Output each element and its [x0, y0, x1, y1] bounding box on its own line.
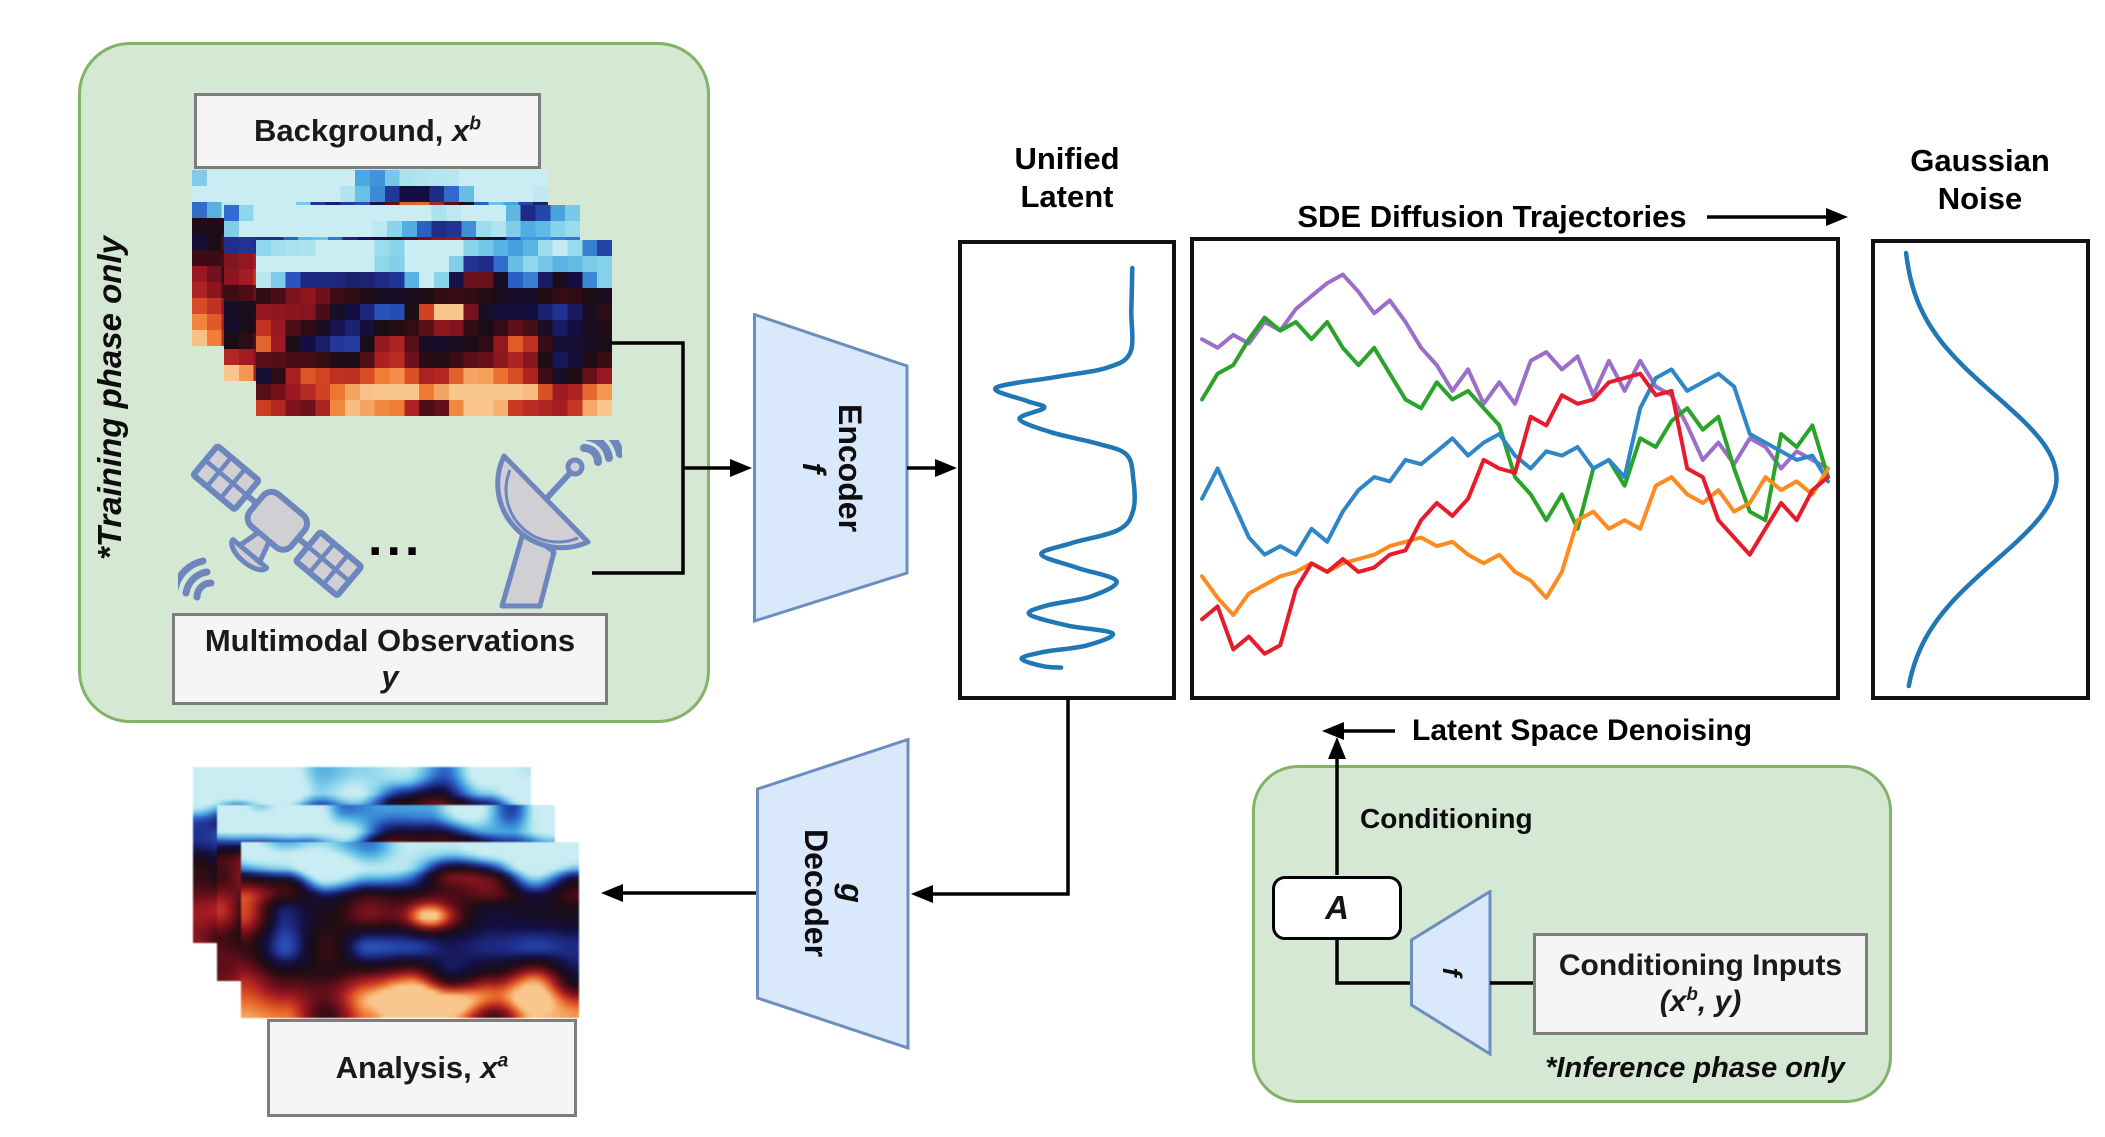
trajectory-purple — [1200, 272, 1830, 471]
dish-signal-arcs — [580, 440, 622, 466]
analysis-heatmap-frame-1 — [241, 842, 579, 1018]
observations-label: Multimodal Observations y — [172, 613, 608, 705]
trajectory-blue — [1200, 367, 1830, 557]
gaussian-curve-path — [1903, 250, 2059, 689]
background-label: Background, xb — [194, 93, 541, 169]
encoder-shape — [753, 313, 909, 623]
connector-latent-to-decoder — [928, 700, 1070, 896]
arrowhead-sde-title — [1826, 208, 1848, 226]
trajectory-red — [1200, 371, 1830, 656]
gaussian-noise-title: Gaussian Noise — [1910, 143, 2050, 216]
conditioning-inputs-box: Conditioning Inputs (xb, y) — [1533, 933, 1868, 1035]
trajectory-green — [1200, 315, 1830, 531]
sde-title: SDE Diffusion Trajectories — [1297, 199, 1687, 234]
conditioning-title: Conditioning — [1360, 803, 1533, 834]
decoder-label: g Decoder — [798, 828, 870, 958]
sde-trajectories-panel — [1190, 237, 1840, 700]
conditioning-inputs-line1: Conditioning Inputs — [1558, 948, 1843, 982]
arrowhead-encoder-input — [730, 459, 752, 477]
dish-feed — [565, 457, 585, 477]
observations-label-line1: Multimodal Observations — [204, 623, 576, 659]
arrowhead-analysis — [601, 884, 623, 902]
arrowhead-conditioning-up — [1328, 737, 1346, 759]
observations-label-line2: y — [381, 659, 399, 694]
conditioning-inputs-line2: (xb, y) — [1659, 983, 1742, 1018]
unified-latent-curve — [993, 265, 1137, 670]
conditioning-encoder-shape — [1410, 890, 1492, 1056]
analysis-label: Analysis, xa — [267, 1019, 577, 1117]
satellite-signal-arcs — [178, 557, 215, 601]
gaussian-noise-curve — [1903, 250, 2059, 689]
unified-latent-title: Unified Latent — [1014, 141, 1120, 214]
background-label-text: Background, xb — [253, 113, 482, 149]
unified-latent-panel — [958, 240, 1176, 700]
arrowhead-encoder-output — [935, 459, 957, 477]
denoising-label: Latent Space Denoising — [1412, 714, 1753, 747]
inference-phase-note: *Inference phase only — [1545, 1052, 1845, 1084]
ellipsis-dots: ... — [368, 509, 424, 567]
arrowhead-decoder-input — [911, 885, 933, 903]
decoder-shape — [756, 738, 910, 1050]
encoder-label: Encoder f — [796, 403, 868, 533]
dish-feed-arm — [543, 468, 575, 502]
trajectory-orange — [1200, 466, 1830, 617]
conditioning-encoder-label: f — [1437, 967, 1468, 977]
observation-operator-box: A — [1272, 876, 1402, 940]
arrowhead-denoising — [1322, 722, 1344, 740]
background-heatmap-frame-1 — [256, 240, 612, 416]
latent-curve-path — [993, 265, 1137, 670]
gaussian-noise-panel — [1871, 239, 2090, 700]
radar-dish-icon — [495, 440, 622, 609]
training-phase-label: *Training phase only — [91, 236, 128, 560]
analysis-label-text: Analysis, xa — [335, 1050, 509, 1086]
sde-trajectories-plot — [1200, 272, 1830, 656]
satellite-icon — [178, 443, 364, 601]
